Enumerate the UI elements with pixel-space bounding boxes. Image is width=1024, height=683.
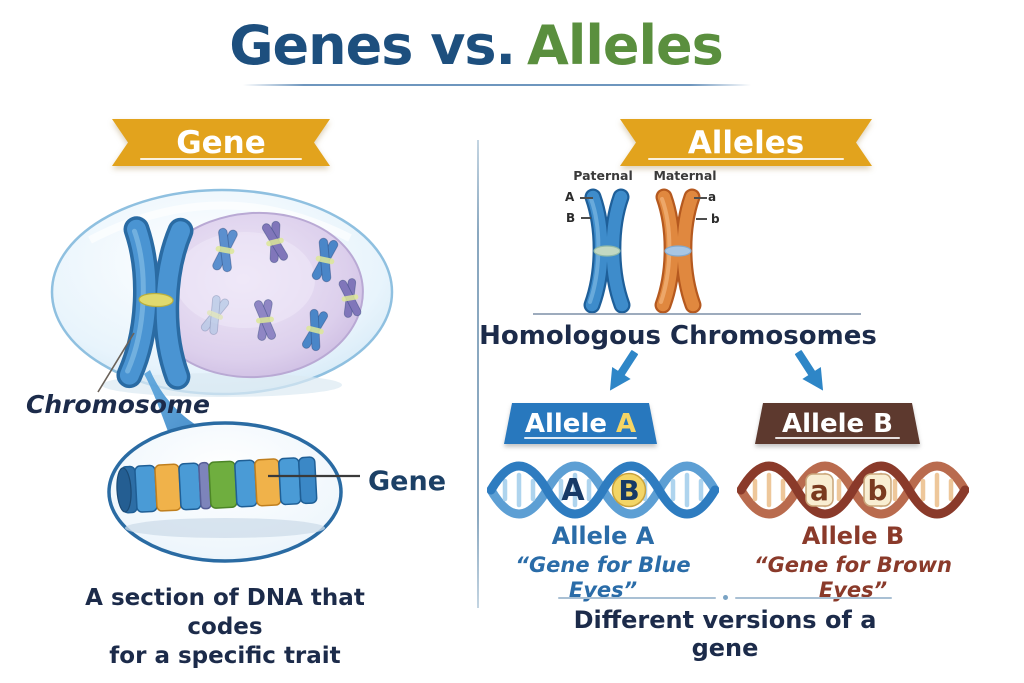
gene-definition-caption: A section of DNA that codes for a specif… [45, 584, 405, 670]
centromere-band [664, 245, 692, 257]
allele-b-banner-letter: B [873, 408, 893, 439]
allele-b-caption-quote: “Gene for Brown Eyes” [754, 552, 952, 602]
nucleus [146, 211, 364, 379]
allele-b-badge [611, 472, 647, 508]
footer-rule [558, 595, 892, 600]
homologous-chromosomes-label: Homologous Chromosomes [479, 321, 877, 351]
chromosome-pointer-line [97, 332, 135, 393]
locus-label-B: B [566, 211, 576, 225]
allele-b-lower-badge [863, 473, 892, 507]
ribbon-fold-line [140, 158, 302, 160]
rule-segment [734, 596, 892, 599]
dna-zoom-circle [107, 421, 360, 563]
centromere-band [138, 292, 174, 308]
paternal-chromosome [583, 188, 631, 314]
maternal-label: Maternal [653, 168, 717, 183]
dna-helix-blue: A B [487, 461, 719, 519]
locus-tick [580, 197, 593, 199]
locus-label-b: b [711, 212, 720, 226]
locus-label-A: A [565, 190, 575, 204]
gene-banner: Gene [112, 119, 330, 166]
footer-caption: Different versions of a gene [573, 606, 877, 662]
cell-illustration [50, 188, 394, 563]
alleles-banner-label: Alleles [687, 124, 805, 161]
alleles-banner: Alleles [620, 119, 872, 166]
large-chromosome [116, 216, 194, 390]
allele-a-banner-word: Allele [524, 408, 607, 439]
branch-arrows [609, 350, 824, 391]
locus-tick [694, 197, 707, 199]
section-divider [477, 140, 479, 608]
gene-label: Gene [368, 466, 447, 497]
helix-letter-b: b [867, 474, 887, 507]
title-alleles: Alleles [527, 14, 724, 77]
allele-b-caption-title: Allele B [801, 522, 905, 550]
chromosome-section-rule [533, 313, 861, 315]
chromosome-label: Chromosome [26, 390, 210, 419]
helix-letter-A: A [561, 473, 585, 508]
ribbon-fold-line [775, 437, 900, 439]
ribbon-fold-line [648, 158, 844, 160]
allele-a-lower-badge [805, 473, 834, 507]
allele-a-caption: Allele A “Gene for Blue Eyes” [487, 522, 719, 603]
paternal-label: Paternal [573, 168, 633, 183]
gene-banner-label: Gene [176, 124, 266, 161]
down-arrow-right-icon [795, 350, 824, 391]
gene-segment-rod [116, 456, 318, 514]
down-arrow-left-icon [609, 350, 638, 391]
allele-a-caption-title: Allele A [551, 522, 655, 550]
allele-a-banner: Allele A [504, 403, 657, 444]
locus-tick [696, 218, 707, 220]
helix-letter-B: B [618, 474, 639, 507]
centromere-band [593, 245, 621, 257]
helix-letter-a: a [810, 474, 829, 507]
allele-a-banner-letter: A [616, 408, 637, 439]
caption-line-1: A section of DNA that codes [85, 585, 365, 640]
dna-helix-brown: a b [737, 461, 969, 519]
locus-label-a: a [708, 190, 717, 204]
allele-b-banner-word: Allele [782, 408, 865, 439]
maternal-chromosome [654, 188, 702, 314]
title-underline [243, 84, 751, 86]
allele-b-caption: Allele B “Gene for Brown Eyes” [737, 522, 969, 603]
rule-segment [558, 596, 716, 599]
homologous-chromosome-pair [583, 188, 702, 314]
title-genes: Genes vs. [229, 14, 516, 77]
allele-b-banner: Allele B [755, 403, 920, 444]
page-title: Genes vs.Alleles [0, 14, 952, 77]
rule-dot [722, 595, 728, 600]
locus-tick [581, 217, 591, 219]
caption-line-2: for a specific trait [109, 642, 341, 669]
ribbon-fold-line [524, 437, 637, 439]
